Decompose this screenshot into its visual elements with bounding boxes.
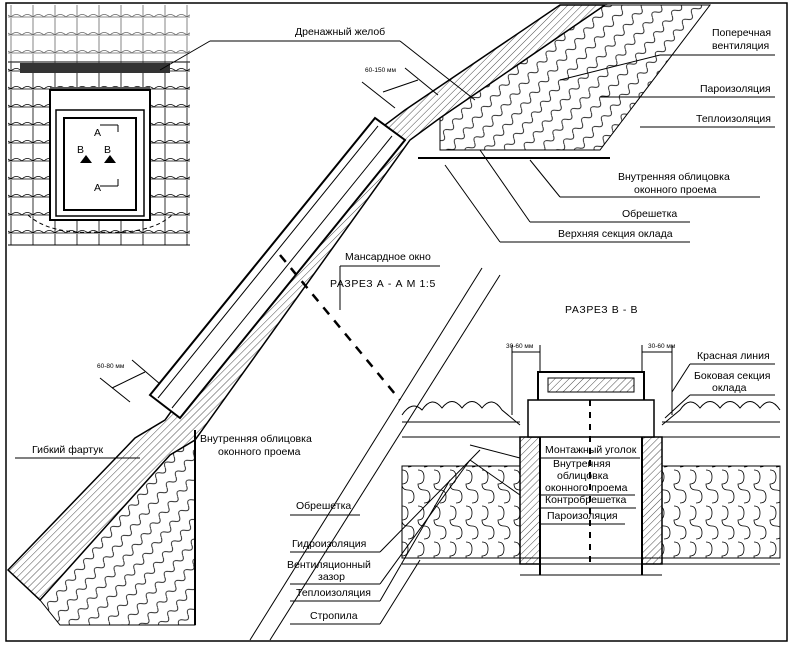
dim-bottom: 60-80 мм bbox=[97, 359, 161, 403]
label-inner-lining-top-2: оконного проема bbox=[634, 184, 717, 196]
section-b-title: РАЗРЕЗ В - В bbox=[565, 304, 638, 316]
section-a-roof bbox=[6, 4, 712, 641]
drawing-frame bbox=[5, 2, 788, 642]
marker-b-left: В bbox=[77, 144, 84, 156]
section-b-tiles bbox=[401, 401, 781, 426]
label-ventilation-gap-2: зазор bbox=[318, 571, 345, 583]
label-inner-lining-b-1: Внутренняя bbox=[553, 458, 611, 470]
label-mounting-bracket: Монтажный уголок bbox=[545, 444, 637, 456]
label-drainage-gutter: Дренажный желоб bbox=[295, 26, 385, 38]
roof-window-sash bbox=[148, 116, 407, 420]
key-plan-gutter bbox=[20, 63, 170, 73]
key-plan: А В В А bbox=[8, 5, 190, 246]
label-vapor-barrier-b: Пароизоляция bbox=[547, 510, 618, 522]
label-cross-ventilation-2: вентиляция bbox=[712, 40, 769, 52]
svg-text:30-60 мм: 30-60 мм bbox=[506, 343, 534, 350]
label-roof-window: Мансардное окно bbox=[345, 251, 431, 263]
label-counter-batten: Контробрешетка bbox=[545, 494, 626, 506]
label-cross-ventilation-1: Поперечная bbox=[712, 27, 771, 39]
label-inner-lining-b-3: оконного проема bbox=[545, 482, 628, 494]
label-batten-top: Обрешетка bbox=[622, 208, 677, 220]
label-inner-lining-top-1: Внутренняя облицовка bbox=[618, 171, 730, 183]
label-inner-lining-bottom-1: Внутренняя облицовка bbox=[200, 433, 312, 445]
label-rafters: Стропила bbox=[310, 610, 358, 622]
dim-top: 60-150 мм bbox=[361, 67, 439, 109]
section-a-title: РАЗРЕЗ А - А М 1:5 bbox=[330, 278, 436, 290]
marker-b-right: В bbox=[104, 144, 111, 156]
label-batten-bottom: Обрешетка bbox=[296, 500, 351, 512]
label-thermal-insulation-bottom: Теплоизоляция bbox=[296, 587, 371, 599]
label-waterproofing: Гидроизоляция bbox=[292, 538, 366, 550]
svg-text:60-150 мм: 60-150 мм bbox=[365, 67, 397, 74]
marker-a-top: А bbox=[94, 127, 101, 139]
label-ventilation-gap-1: Вентиляционный bbox=[287, 559, 371, 571]
label-flexible-apron: Гибкий фартук bbox=[32, 444, 103, 456]
marker-a-bottom: А bbox=[94, 182, 101, 194]
label-side-flashing-1: Боковая секция bbox=[694, 370, 770, 382]
section-b-drawing: РАЗРЕЗ В - В 30-60 мм 30-60 мм bbox=[401, 304, 781, 576]
section-b-labels: Красная линия Боковая секция оклада Монт… bbox=[469, 350, 775, 525]
svg-text:30-60 мм: 30-60 мм bbox=[648, 343, 676, 350]
svg-text:60-80 мм: 60-80 мм bbox=[97, 363, 125, 370]
label-vapor-barrier-a: Пароизоляция bbox=[700, 83, 771, 95]
label-thermal-insulation-top: Теплоизоляция bbox=[696, 113, 771, 125]
label-red-line: Красная линия bbox=[697, 350, 770, 362]
label-upper-flashing: Верхняя секция оклада bbox=[558, 228, 673, 240]
label-side-flashing-2: оклада bbox=[712, 382, 747, 394]
label-inner-lining-b-2: облицовка bbox=[557, 470, 609, 482]
label-inner-lining-bottom-2: оконного проема bbox=[218, 446, 301, 458]
